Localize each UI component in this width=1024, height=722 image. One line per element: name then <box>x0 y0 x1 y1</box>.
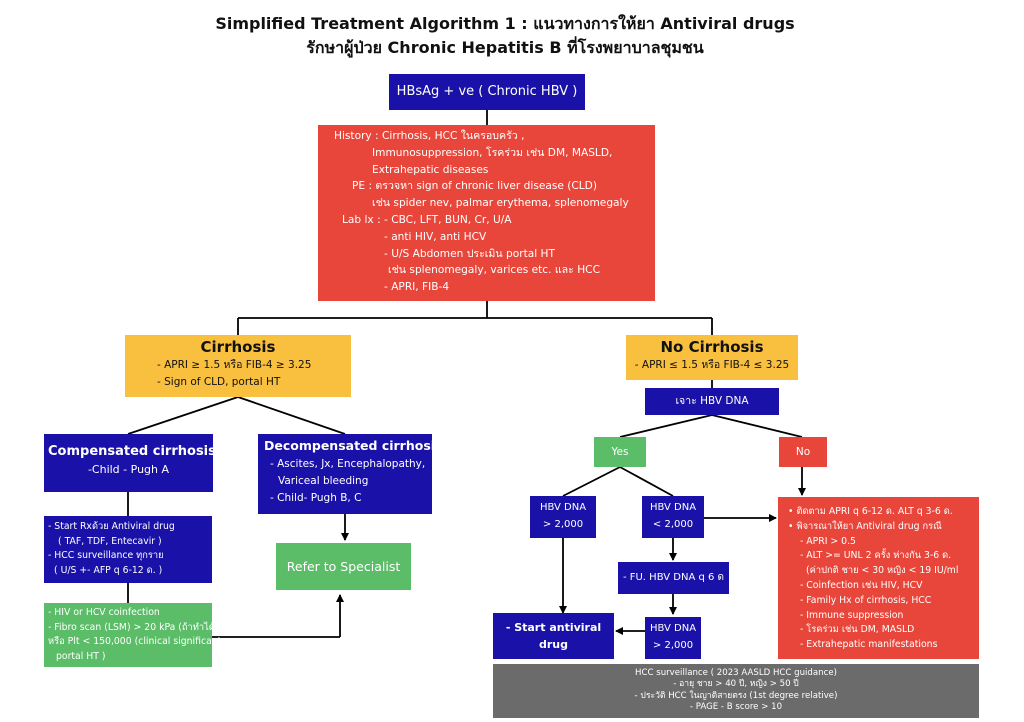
history-line: Lab lx : - CBC, LFT, BUN, Cr, U/A <box>342 213 512 226</box>
no-box: No <box>779 437 827 467</box>
fu-hbv-dna-box: - FU. HBV DNA q 6 ด <box>618 562 729 594</box>
coinfection-line: - Fibro scan (LSM) > 20 kPa (ถ้าทำได้) <box>48 621 219 633</box>
start-rx-line: ( TAF, TDF, Entecavir ) <box>58 535 162 547</box>
followup-line: - Family Hx of cirrhosis, HCC <box>800 594 932 606</box>
history-line: - anti HIV, anti HCV <box>384 230 487 243</box>
refer-specialist-box: Refer to Specialist <box>276 543 411 590</box>
title-line-2: รักษาผู้ป่วย Chronic Hepatitis B ที่โรงพ… <box>306 38 704 57</box>
dna-label: HBV DNA <box>539 502 587 513</box>
surveillance-line: - ประวัติ HCC ในญาติสายตรง (1st degree r… <box>634 690 838 701</box>
history-line: Extrahepatic diseases <box>372 163 489 176</box>
surveillance-title: HCC surveillance ( 2023 AASLD HCC guidan… <box>635 668 837 678</box>
history-box: History : Cirrhosis, HCC ในครอบครัว , Im… <box>318 125 655 301</box>
coinfection-line: portal HT ) <box>56 650 106 662</box>
hcc-surveillance-box: HCC surveillance ( 2023 AASLD HCC guidan… <box>493 664 979 718</box>
surveillance-line: - อายุ ชาย > 40 ปี, หญิง > 50 ปี <box>673 679 799 690</box>
decompensated-title: Decompensated cirrhosis <box>264 438 443 453</box>
title-line-1: Simplified Treatment Algorithm 1 : แนวทา… <box>215 14 795 33</box>
cirrhosis-sign: - Sign of CLD, portal HT <box>157 376 281 388</box>
followup-criteria-box: • ติดตาม APRI q 6-12 ด. ALT q 3-6 ด. • พ… <box>778 497 979 659</box>
coinfection-line: หรือ Plt < 150,000 (clinical significant <box>48 636 222 647</box>
dna-label: HBV DNA <box>649 623 697 634</box>
history-line: PE : ตรวจหา sign of chronic liver diseas… <box>352 180 597 193</box>
followup-line: - ALT >= UNL 2 ครั้ง ห่างกัน 3-6 ด. <box>800 550 952 562</box>
cirrhosis-box: Cirrhosis - APRI ≥ 1.5 หรือ FIB-4 ≥ 3.25… <box>125 335 351 397</box>
no-cirrhosis-criteria: - APRI ≤ 1.5 หรือ FIB-4 ≤ 3.25 <box>634 359 790 371</box>
start-rx-line: ( U/S +- AFP q 6-12 ด. ) <box>54 564 163 576</box>
hbsag-box: HBsAg + ve ( Chronic HBV ) <box>389 74 585 110</box>
no-cirrhosis-title: No Cirrhosis <box>660 338 764 356</box>
hbv-dna-test-box: เจาะ HBV DNA <box>645 388 779 415</box>
dna-gt-2000-followup-box: HBV DNA > 2,000 <box>645 617 701 659</box>
dna-value: > 2,000 <box>542 519 584 530</box>
history-line: เช่น splenomegaly, varices etc. และ HCC <box>388 264 600 277</box>
yes-box: Yes <box>594 437 646 467</box>
start-rx-box: - Start Rxด้วย Antiviral drug ( TAF, TDF… <box>44 516 212 583</box>
start-antiviral-box: - Start antiviral drug <box>493 613 614 659</box>
followup-line: • พิจารณาให้ยา Antiviral drug กรณี <box>788 520 942 532</box>
dna-lt-2000-box: HBV DNA < 2,000 <box>642 496 704 538</box>
dna-value: > 2,000 <box>652 640 694 651</box>
compensated-sub: -Child - Pugh A <box>87 463 170 476</box>
surveillance-line: - PAGE - B score > 10 <box>689 701 783 712</box>
dna-label: HBV DNA <box>649 502 697 513</box>
followup-line: - โรคร่วม เช่น DM, MASLD <box>800 624 915 636</box>
history-line: - U/S Abdomen ประเมิน portal HT <box>384 247 555 260</box>
decompensated-line: - Ascites, Jx, Encephalopathy, <box>270 458 426 470</box>
start-rx-line: - Start Rxด้วย Antiviral drug <box>48 521 175 532</box>
history-line: - APRI, FIB-4 <box>384 281 450 294</box>
decompensated-line: - Child- Pugh B, C <box>270 492 362 504</box>
compensated-box: Compensated cirrhosis -Child - Pugh A <box>44 434 216 492</box>
start-rx-line: - HCC surveillance ทุกราย <box>48 550 164 561</box>
followup-line: (ค่าปกติ ชาย < 30 หญิง < 19 IU/ml <box>806 565 959 577</box>
compensated-title: Compensated cirrhosis <box>48 444 216 459</box>
decompensated-line: Variceal bleeding <box>278 475 369 487</box>
cirrhosis-title: Cirrhosis <box>200 338 276 356</box>
followup-line: - APRI > 0.5 <box>800 535 856 547</box>
followup-line: - Immune suppression <box>800 609 904 621</box>
dna-gt-2000-box: HBV DNA > 2,000 <box>530 496 596 538</box>
cirrhosis-criteria: - APRI ≥ 1.5 หรือ FIB-4 ≥ 3.25 <box>157 359 312 371</box>
history-line: Immunosuppression, โรคร่วม เช่น DM, MASL… <box>372 146 613 159</box>
followup-line: - Coinfection เช่น HIV, HCV <box>800 579 923 591</box>
coinfection-box: - HIV or HCV coinfection - Fibro scan (L… <box>44 603 222 667</box>
followup-line: - Extrahepatic manifestations <box>800 639 938 651</box>
followup-line: • ติดตาม APRI q 6-12 ด. ALT q 3-6 ด. <box>788 506 953 517</box>
no-cirrhosis-box: No Cirrhosis - APRI ≤ 1.5 หรือ FIB-4 ≤ 3… <box>626 335 798 380</box>
history-line: เช่น spider nev, palmar erythema, spleno… <box>372 197 629 210</box>
dna-value: < 2,000 <box>652 519 694 530</box>
decompensated-box: Decompensated cirrhosis - Ascites, Jx, E… <box>258 434 443 514</box>
history-line: History : Cirrhosis, HCC ในครอบครัว , <box>334 130 525 142</box>
coinfection-line: - HIV or HCV coinfection <box>48 607 160 618</box>
